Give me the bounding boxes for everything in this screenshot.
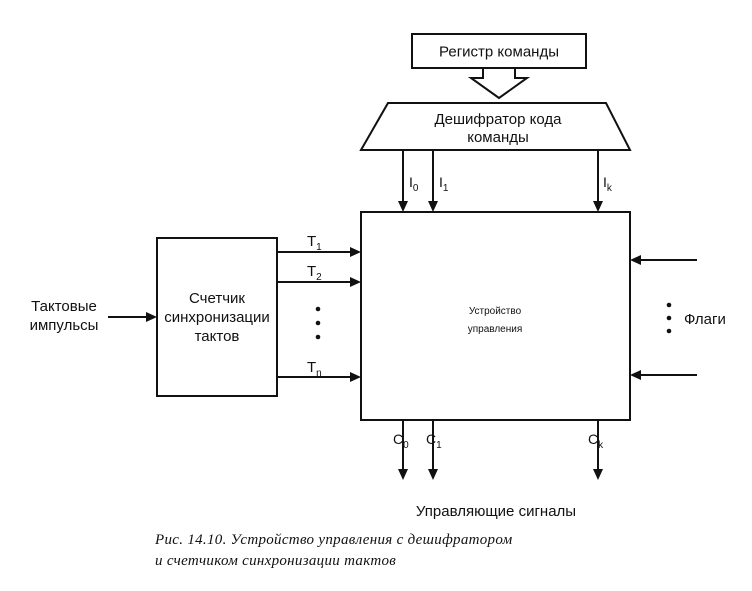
- svg-text:T1: T1: [307, 233, 322, 253]
- decoder-output-ik: Ik: [593, 150, 613, 212]
- counter-label-line1: Счетчик: [189, 290, 245, 307]
- clock-input-label-line2: импульсы: [30, 317, 99, 334]
- clock-input-arrow: [108, 312, 157, 322]
- svg-text:T2: T2: [307, 263, 322, 283]
- svg-text:Ck: Ck: [588, 431, 604, 451]
- svg-text:I0: I0: [409, 174, 419, 194]
- control-unit-label-line2: управления: [468, 324, 523, 335]
- counter-label-line3: тактов: [195, 328, 240, 345]
- svg-text:C0: C0: [393, 431, 409, 451]
- counter-output-tn: Tn: [277, 359, 361, 382]
- decoder-label-line2: команды: [467, 129, 529, 146]
- decoder-output-i1: I1: [428, 150, 449, 212]
- counter-output-ellipsis: [315, 306, 321, 340]
- control-signals-label: Управляющие сигналы: [416, 503, 576, 520]
- flags-label: Флаги: [684, 311, 726, 328]
- bus-arrow: [467, 67, 531, 100]
- control-output-ck: Ck: [588, 420, 604, 480]
- flag-input-top: [630, 255, 697, 265]
- svg-text:C1: C1: [426, 431, 442, 451]
- decoder-label-line1: Дешифратор кода: [434, 111, 562, 128]
- figure-caption-line2: и счетчиком синхронизации тактов: [155, 553, 396, 569]
- counter-label-line2: синхронизации: [164, 309, 270, 326]
- decoder-box: [359, 102, 632, 151]
- control-unit-box: [360, 211, 631, 421]
- register-label: Регистр команды: [439, 44, 559, 61]
- counter-output-t1: T1: [277, 233, 361, 257]
- decoder-output-i0: I0: [398, 150, 419, 212]
- flag-input-bottom: [630, 370, 697, 380]
- control-unit-label-line1: Устройство: [469, 306, 522, 317]
- svg-text:I1: I1: [439, 174, 449, 194]
- flag-input-ellipsis: [666, 302, 672, 334]
- register-box: [411, 33, 587, 69]
- control-output-c0: C0: [393, 420, 409, 480]
- svg-text:Tn: Tn: [307, 359, 322, 379]
- control-output-c1: C1: [426, 420, 442, 480]
- clock-input-label-line1: Тактовые: [31, 298, 97, 315]
- counter-output-t2: T2: [277, 263, 361, 287]
- figure-caption-line1: Рис. 14.10. Устройство управления с деши…: [154, 532, 513, 548]
- svg-text:Ik: Ik: [603, 174, 613, 194]
